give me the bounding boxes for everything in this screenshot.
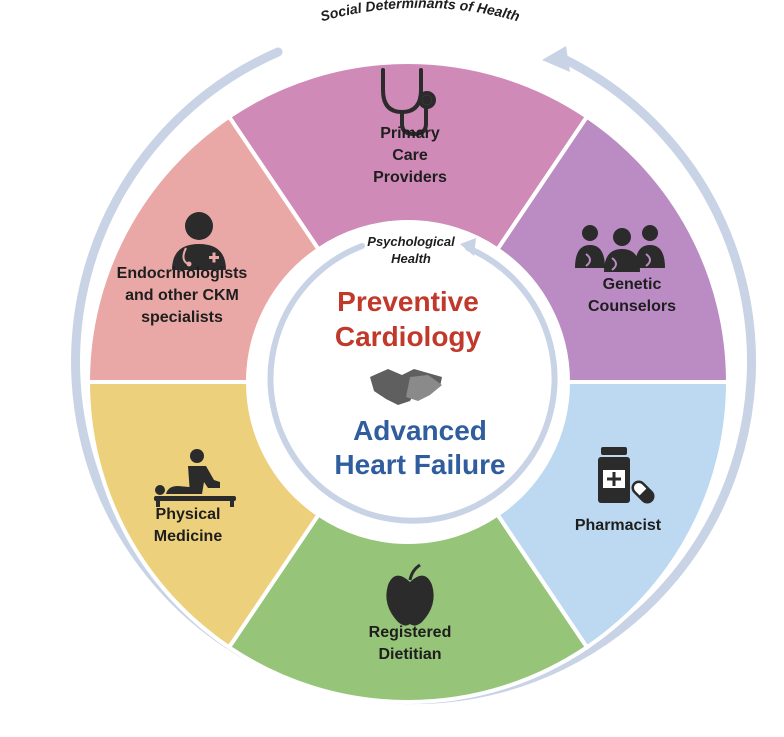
segment-label-primary-care-1: Primary <box>380 125 440 142</box>
center-subtitle-line2: Heart Failure <box>334 449 505 480</box>
inner-label-line2: Health <box>391 251 431 266</box>
segment-pharmacist <box>494 380 731 651</box>
segment-label-pharmacist-1: Pharmacist <box>575 517 662 534</box>
apple-icon <box>386 563 434 626</box>
segment-label-physical-2: Medicine <box>154 528 223 545</box>
inner-ring-arrow <box>267 238 558 524</box>
doctor-icon <box>172 212 226 270</box>
segments-group <box>85 60 731 704</box>
segment-label-primary-care-2: Care <box>392 147 428 164</box>
segment-label-physical-1: Physical <box>156 506 221 523</box>
segment-label-primary-care-3: Providers <box>373 169 447 186</box>
inner-label-line1: Psychological <box>367 234 455 249</box>
segment-label-endocrinologists-3: specialists <box>141 309 223 326</box>
segment-genetic <box>494 113 731 384</box>
segment-label-dietitian-1: Registered <box>369 624 452 641</box>
center-title-line2: Cardiology <box>335 321 482 352</box>
segment-label-genetic-1: Genetic <box>603 276 662 293</box>
center-subtitle-line1: Advanced <box>353 415 487 446</box>
segment-label-endocrinologists-2: and other CKM <box>125 287 239 304</box>
segment-primary-care <box>226 60 590 253</box>
outer-label: Social Determinants of Health <box>319 0 522 24</box>
physiotherapy-icon <box>154 449 236 507</box>
group-dna-icon <box>575 225 665 272</box>
segment-physical <box>85 380 322 651</box>
pill-bottle-icon <box>598 447 655 504</box>
center-title-line1: Preventive <box>337 286 479 317</box>
stethoscope-icon <box>381 68 436 137</box>
segment-label-dietitian-2: Dietitian <box>378 646 441 663</box>
handshake-icon <box>370 369 442 405</box>
segment-label-genetic-2: Counselors <box>588 298 676 315</box>
segment-labels: PrimaryCareProvidersGeneticCounselorsPha… <box>117 125 676 663</box>
segment-label-endocrinologists-1: Endocrinologists <box>117 265 248 282</box>
